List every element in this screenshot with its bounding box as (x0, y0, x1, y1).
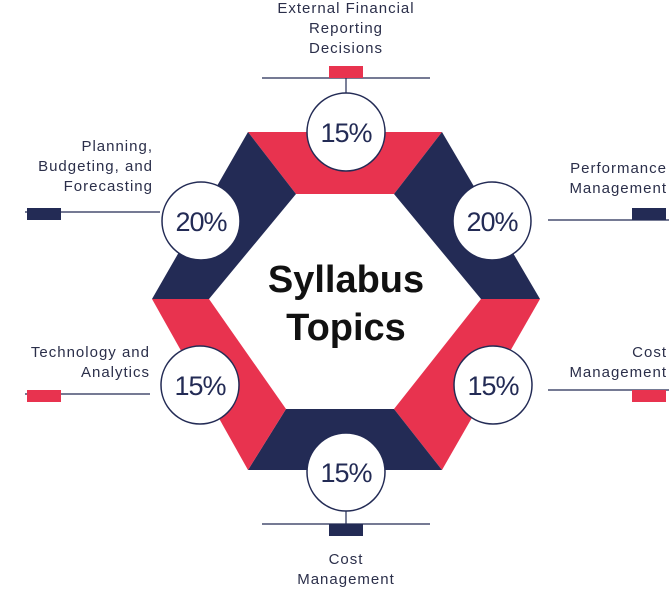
marker-top (329, 66, 363, 78)
badge-top: 15% (306, 92, 386, 172)
percent-top-right: 20% (466, 207, 518, 237)
marker-bars (27, 66, 666, 536)
marker-right-top (632, 208, 666, 220)
percent-bottom-right: 15% (467, 371, 519, 401)
label-planning-budgeting-forecasting: Planning, Budgeting, and Forecasting (38, 138, 153, 195)
percent-bottom: 15% (320, 458, 372, 488)
percent-top-left: 20% (175, 207, 227, 237)
badge-top-left: 20% (161, 181, 241, 261)
center-title-line1: Syllabus (268, 259, 424, 301)
marker-bottom (329, 524, 363, 536)
marker-left-top (27, 208, 61, 220)
label-external-financial-reporting: External Financial Reporting Decisions (277, 0, 415, 57)
label-technology-and-analytics: Technology and Analytics (30, 344, 150, 381)
percent-badges: 15% 20% 15% 15% 15% 20% (160, 92, 533, 512)
badge-bottom: 15% (306, 432, 386, 512)
percent-top: 15% (320, 118, 372, 148)
marker-left-bottom (27, 390, 61, 402)
badge-bottom-right: 15% (453, 345, 533, 425)
badge-top-right: 20% (452, 181, 532, 261)
marker-right-bottom (632, 390, 666, 402)
label-cost-management-right: Cost Management (569, 344, 667, 381)
center-title-line2: Topics (286, 307, 406, 349)
badge-bottom-left: 15% (160, 345, 240, 425)
label-performance-management: Performance Management (569, 160, 667, 197)
label-cost-management-bottom: Cost Management (297, 551, 395, 588)
percent-bottom-left: 15% (174, 371, 226, 401)
